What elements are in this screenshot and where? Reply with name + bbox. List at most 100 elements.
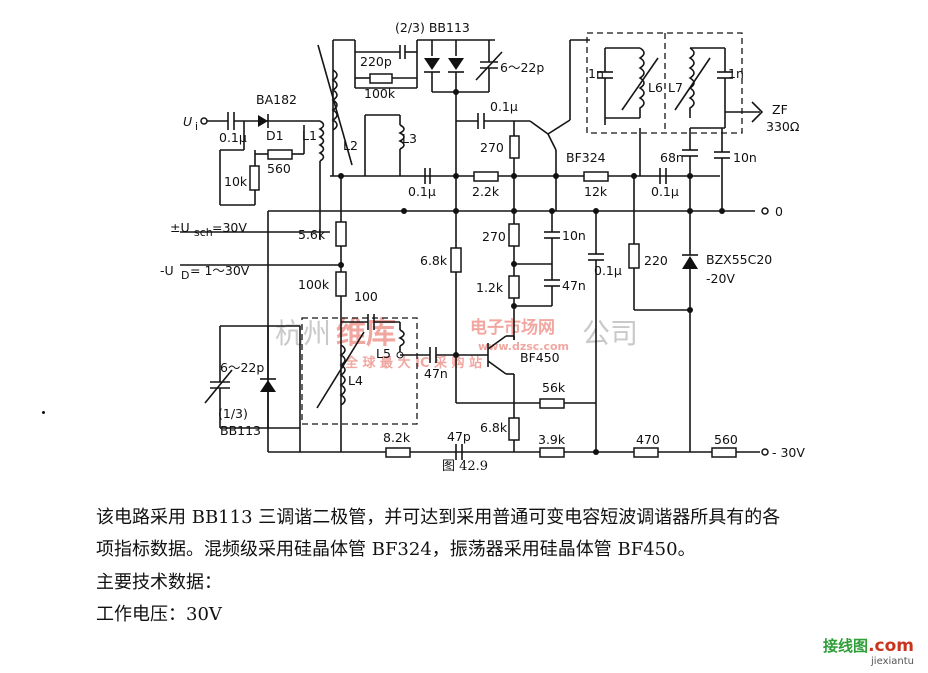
label-l7: L7 <box>668 80 683 95</box>
label-bzx-v: -20V <box>706 271 735 286</box>
label-ud-post: = 1～30V <box>190 263 250 278</box>
label-r560-bottom: 560 <box>714 432 738 447</box>
label-d1: D1 <box>266 128 284 143</box>
resistor-100k-left <box>335 271 347 297</box>
label-l2: L2 <box>343 138 358 153</box>
resistor-270-mid <box>508 223 520 247</box>
label-c1n-a: 1n <box>588 66 604 81</box>
resistor-270-top <box>509 135 520 159</box>
resistor-5k6 <box>335 221 347 247</box>
label-bb113-low-a: (1/3) <box>218 406 248 421</box>
resistor-12k <box>583 171 609 182</box>
label-c47p: 47p <box>447 429 471 444</box>
resistor-560-bottom <box>711 447 737 458</box>
label-r100k-top: 100k <box>364 86 396 101</box>
resistor-8k2 <box>385 447 411 458</box>
label-c10n-mid: 10n <box>562 228 586 243</box>
resistor-10k <box>249 165 260 191</box>
label-l3: L3 <box>402 131 417 146</box>
label-gnd: 0 <box>775 204 783 219</box>
label-r56k: 56k <box>542 380 566 395</box>
label-ud-sub: D <box>181 269 189 282</box>
label-c10n-right: 10n <box>733 150 757 165</box>
label-ba182: BA182 <box>256 92 297 107</box>
site-watermark: 接线图.com jiexiantu <box>823 635 914 667</box>
label-r10k: 10k <box>224 174 248 189</box>
neg30-terminal <box>761 448 769 456</box>
resistor-6k8-low <box>508 417 520 441</box>
site-watermark-main: 接线图 <box>823 637 869 655</box>
label-r5k6: 5.6k <box>298 227 326 242</box>
stray-mark <box>42 411 45 414</box>
label-c1n-b: 1n <box>728 66 744 81</box>
label-c68n: 68n <box>660 150 684 165</box>
input-terminal <box>200 117 208 125</box>
l2-tuning-arrow <box>317 44 353 166</box>
resistor-470 <box>633 447 659 458</box>
l2-tuning <box>317 39 503 211</box>
label-l1: L1 <box>302 128 317 143</box>
resistor-6k8-top <box>450 247 462 273</box>
label-zf: ZF <box>772 102 788 117</box>
label-r270-mid: 270 <box>482 229 506 244</box>
body-text-line-3: 主要技术数据： <box>96 572 222 593</box>
watermark-tagline: 全 球 最 大 IC 采 购 站 <box>344 355 482 371</box>
label-c47n-mid: 47n <box>562 278 586 293</box>
watermark-url: www.dzsc.com <box>478 340 569 353</box>
watermark-site-name: 电子市场网 <box>470 317 555 338</box>
label-z330: 330Ω <box>766 119 800 134</box>
label-r2k2: 2.2k <box>472 184 500 199</box>
label-usch-post: =30V <box>212 220 247 235</box>
resistor-220 <box>628 243 640 269</box>
inductor-l1 <box>318 120 325 162</box>
label-r100k-left: 100k <box>298 277 330 292</box>
label-r6k8-low: 6.8k <box>480 420 508 435</box>
body-text-line-1: 该电路采用 BB113 三调谐二极管，并可达到采用普通可变电容短波调谐器所具有的… <box>96 507 781 528</box>
site-watermark-com: .com <box>868 636 914 656</box>
figure-caption: 图 42.9 <box>442 459 489 474</box>
ground-terminal <box>761 207 769 215</box>
label-c01-mid: 0.1μ <box>408 184 436 199</box>
label-usch-sub: sch <box>194 226 213 239</box>
label-r560: 560 <box>267 161 291 176</box>
label-r6k8-top: 6.8k <box>420 253 448 268</box>
resistor-3k9 <box>539 447 565 458</box>
output-arrow-icon <box>751 101 764 123</box>
mixer-section <box>338 39 769 215</box>
label-r220: 220 <box>644 253 668 268</box>
label-c220p: 220p <box>360 54 392 69</box>
label-bb113-low-b: BB113 <box>220 423 261 438</box>
label-l6: L6 <box>648 80 663 95</box>
label-r470: 470 <box>636 432 660 447</box>
label-r1k2: 1.2k <box>476 280 504 295</box>
label-c47n-low: 47n <box>424 366 448 381</box>
input-section <box>180 112 330 266</box>
circuit-schematic: 杭州 维库 电子市场网 公司 www.dzsc.com 全 球 最 大 IC 采… <box>160 20 805 460</box>
resistor-1k2 <box>508 275 520 299</box>
label-bf450: BF450 <box>520 350 560 365</box>
label-c-in: 0.1μ <box>219 130 247 145</box>
watermark-text-d: 公司 <box>582 317 638 350</box>
label-r8k2: 8.2k <box>383 430 411 445</box>
watermark-text-a: 杭州 <box>275 317 331 350</box>
label-bb113-top: (2/3) BB113 <box>395 20 470 35</box>
label-ud: -U <box>160 263 174 278</box>
label-ui: U <box>183 114 192 129</box>
label-vneg30: - 30V <box>772 445 805 460</box>
label-bzx: BZX55C20 <box>706 252 772 267</box>
label-r3k9: 3.9k <box>538 432 566 447</box>
resistor-2k2 <box>473 171 499 182</box>
body-text-line-2: 项指标数据。混频级采用硅晶体管 BF324，振荡器采用硅晶体管 BF450。 <box>96 539 696 560</box>
label-c01-top: 0.1μ <box>490 99 518 114</box>
label-ui-sub: i <box>195 120 198 133</box>
label-r12k: 12k <box>584 184 608 199</box>
label-l4: L4 <box>348 373 363 388</box>
label-c01-right: 0.1μ <box>651 184 679 199</box>
site-watermark-sub: jiexiantu <box>871 656 914 667</box>
if-transformer <box>586 32 764 211</box>
resistor-100k-top <box>369 73 393 84</box>
label-bf324: BF324 <box>566 150 606 165</box>
label-ctrim-top: 6～22p <box>500 60 544 75</box>
label-c100: 100 <box>354 289 378 304</box>
label-l5: L5 <box>376 346 391 361</box>
